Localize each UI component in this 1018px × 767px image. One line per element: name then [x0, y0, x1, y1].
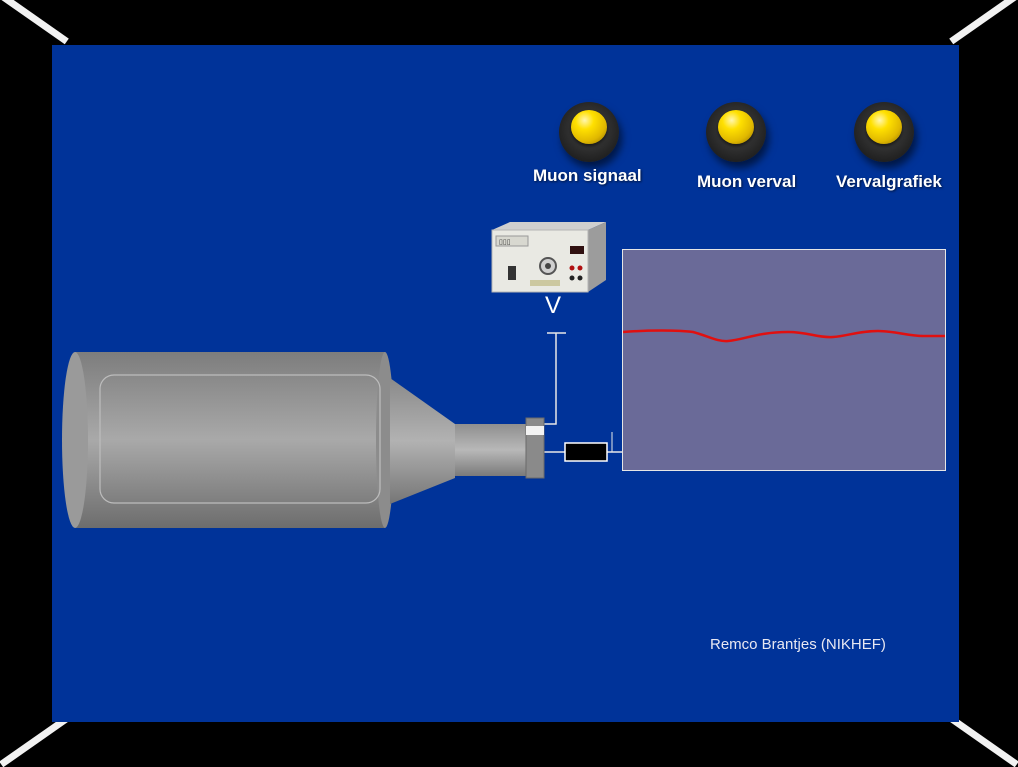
yellow-button-icon [866, 110, 902, 144]
detector-tube-icon [62, 352, 545, 528]
author-credit: Remco Brantjes (NIKHEF) [710, 636, 886, 653]
decay-graph-label[interactable]: Vervalgrafiek [836, 172, 942, 191]
muon-decay-button[interactable] [706, 102, 766, 162]
muon-decay-label[interactable]: Muon verval [697, 172, 797, 191]
power-supply-icon: ▯▯▯ [490, 222, 608, 294]
muon-signal-button[interactable] [559, 102, 619, 162]
voltage-label: V [545, 292, 562, 319]
yellow-button-icon [571, 110, 607, 144]
resistor-icon [564, 442, 608, 462]
decay-graph-button[interactable] [854, 102, 914, 162]
voltage-wire [544, 333, 557, 425]
svg-text:▯▯▯: ▯▯▯ [499, 239, 511, 246]
yellow-button-icon [718, 110, 754, 144]
signal-trace [623, 329, 945, 343]
oscilloscope-screen [622, 249, 946, 471]
muon-signal-label[interactable]: Muon signaal [533, 166, 642, 185]
